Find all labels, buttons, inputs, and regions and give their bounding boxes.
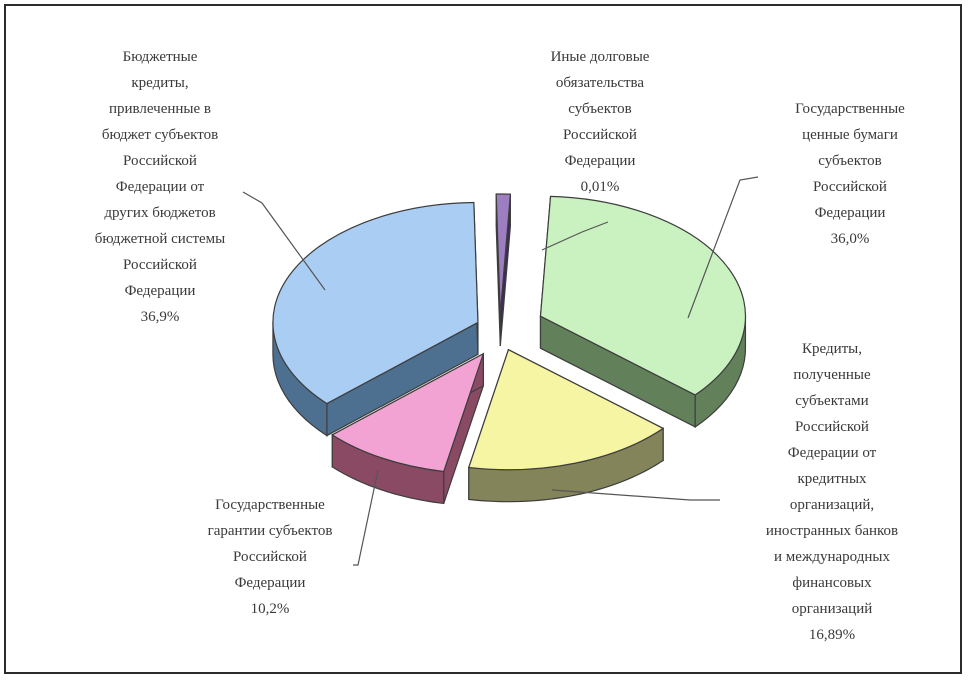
slice-state-guarantees bbox=[331, 352, 485, 505]
leader-line-state-guarantees bbox=[353, 469, 379, 566]
leader-line-state-securities bbox=[687, 176, 759, 319]
slice-label-state-guarantees: Государственные гарантии субъектов Росси… bbox=[207, 497, 333, 617]
leader-line-other-obligations bbox=[541, 221, 609, 251]
slice-label-state-securities: Государственные ценные бумаги субъектов … bbox=[795, 101, 905, 247]
leader-line-budget-credits bbox=[242, 191, 326, 291]
leader-line-loans bbox=[551, 489, 720, 501]
slice-loans bbox=[467, 348, 665, 503]
chart-frame bbox=[4, 4, 962, 674]
slice-label-other-obligations: Иные долговые обязательства субъектов Ро… bbox=[550, 49, 650, 195]
slice-label-budget-credits: Бюджетные кредиты, привлеченные в бюджет… bbox=[94, 49, 226, 325]
slice-other-obligations bbox=[495, 193, 512, 347]
slice-budget-credits bbox=[272, 201, 479, 437]
slice-state-securities bbox=[539, 195, 747, 429]
slice-label-loans: Кредиты, полученные субъектами Российско… bbox=[765, 341, 899, 643]
